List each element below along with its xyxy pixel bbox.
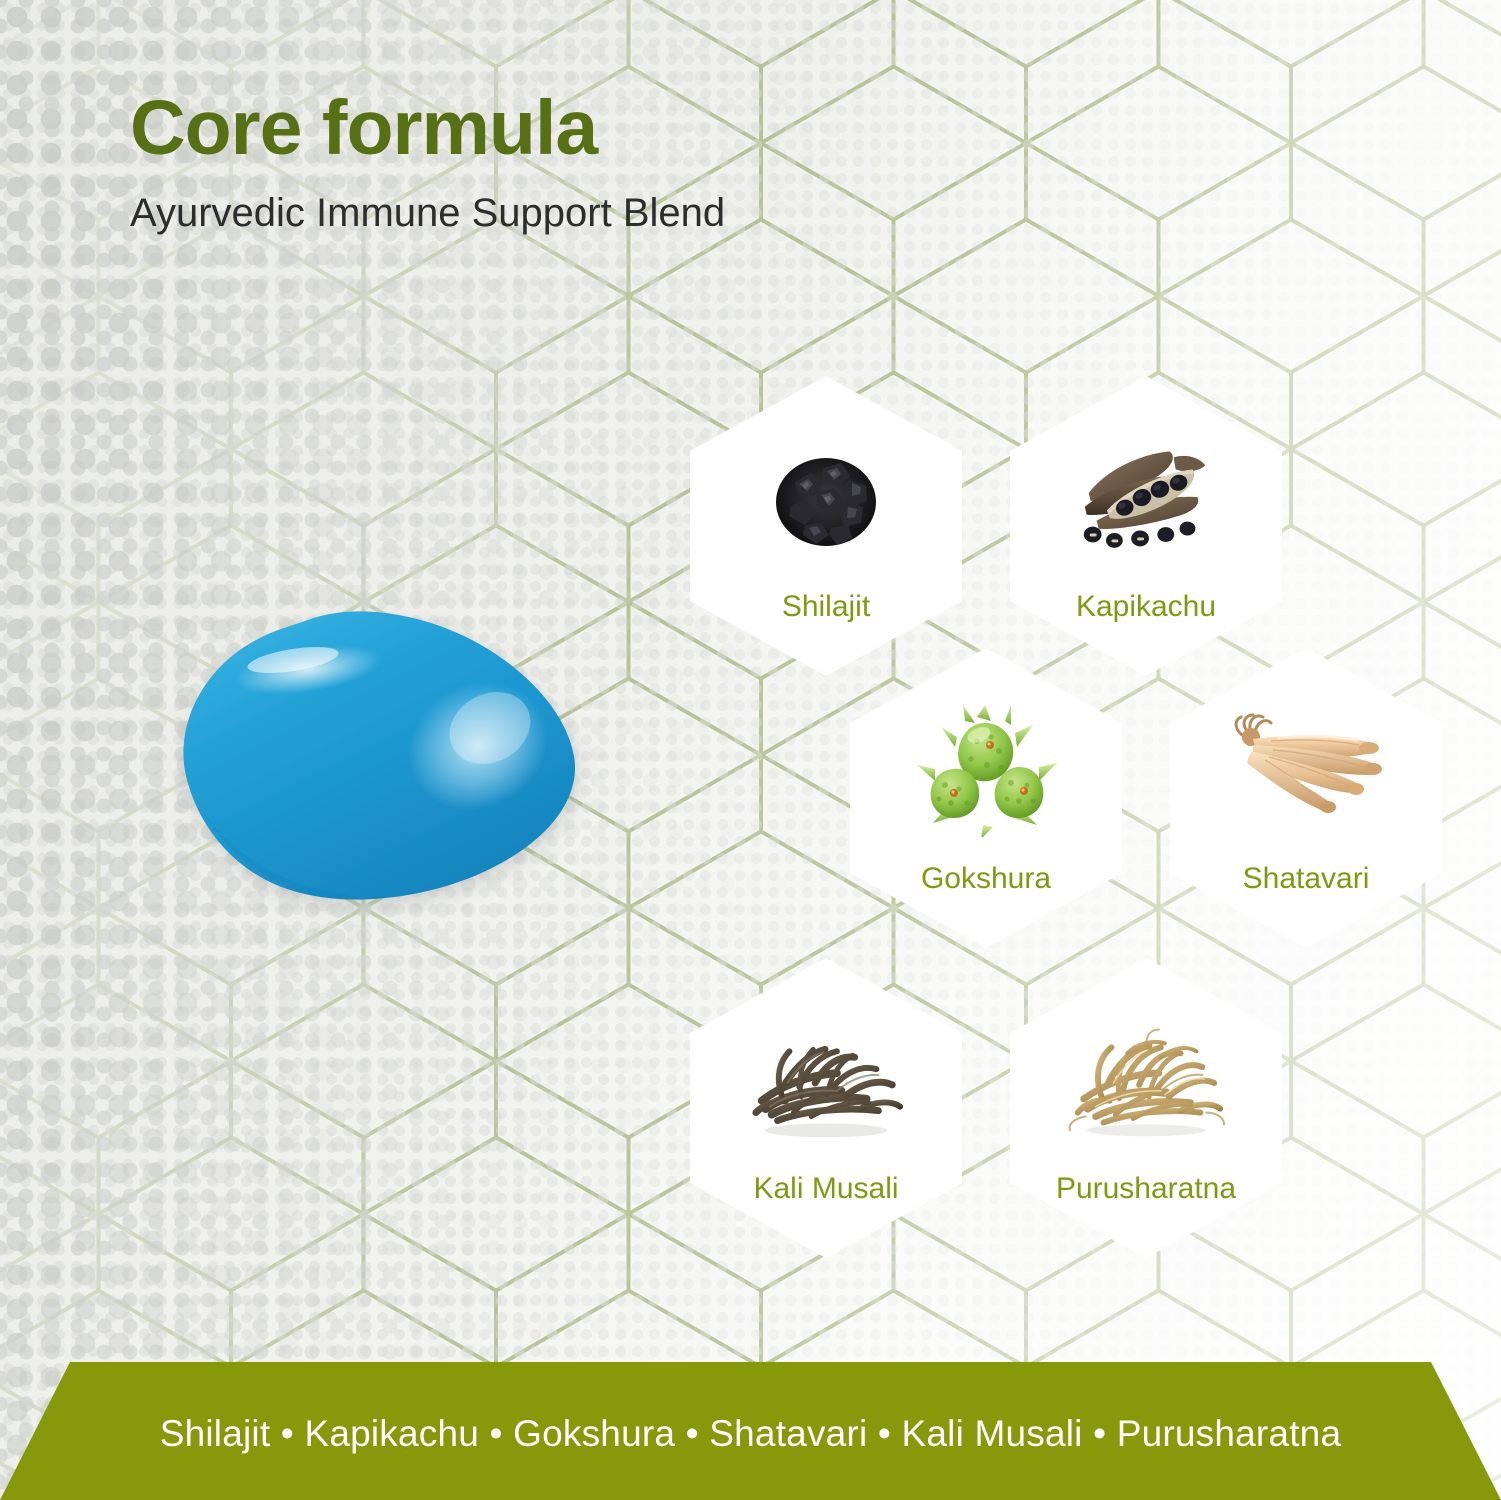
ingredient-label: Kapikachu [1075, 590, 1217, 623]
ingredient-card-kapikachu[interactable]: Kapikachu [1010, 376, 1282, 676]
ingredient-card-shatavari[interactable]: Shatavari [1170, 648, 1442, 948]
purusharatna-dried-roots-icon [1010, 1002, 1282, 1152]
blue-tablet-icon [183, 611, 576, 901]
ingredient-label: Gokshura [920, 862, 1052, 895]
shatavari-roots-icon [1170, 692, 1442, 842]
shilajit-resin-pieces-icon [690, 420, 962, 570]
ingredient-label: Purusharatna [1055, 1172, 1237, 1205]
ingredient-label: Shilajit [781, 590, 871, 623]
page-title: Core formula [130, 85, 598, 171]
product-tablet [160, 598, 610, 928]
ingredient-card-purusharatna[interactable]: Purusharatna [1010, 958, 1282, 1258]
ingredient-label: Shatavari [1242, 862, 1370, 895]
header-block: Core formula Ayurvedic Immune Support Bl… [130, 85, 726, 235]
page-subtitle: Ayurvedic Immune Support Blend [130, 191, 726, 235]
ingredient-summary-band: Shilajit • Kapikachu • Gokshura • Shatav… [0, 1362, 1501, 1500]
kapikachu-pods-and-seeds-icon [1010, 420, 1282, 570]
gokshura-green-fruit-icon [850, 692, 1122, 842]
ingredient-card-gokshura[interactable]: Gokshura [850, 648, 1122, 948]
ingredient-card-shilajit[interactable]: Shilajit [690, 376, 962, 676]
ingredient-card-kali-musali[interactable]: Kali Musali [690, 958, 962, 1258]
kali-musali-dark-roots-icon [690, 1002, 962, 1152]
ingredient-summary-text: Shilajit • Kapikachu • Gokshura • Shatav… [159, 1413, 1342, 1454]
ingredient-label: Kali Musali [753, 1172, 899, 1205]
